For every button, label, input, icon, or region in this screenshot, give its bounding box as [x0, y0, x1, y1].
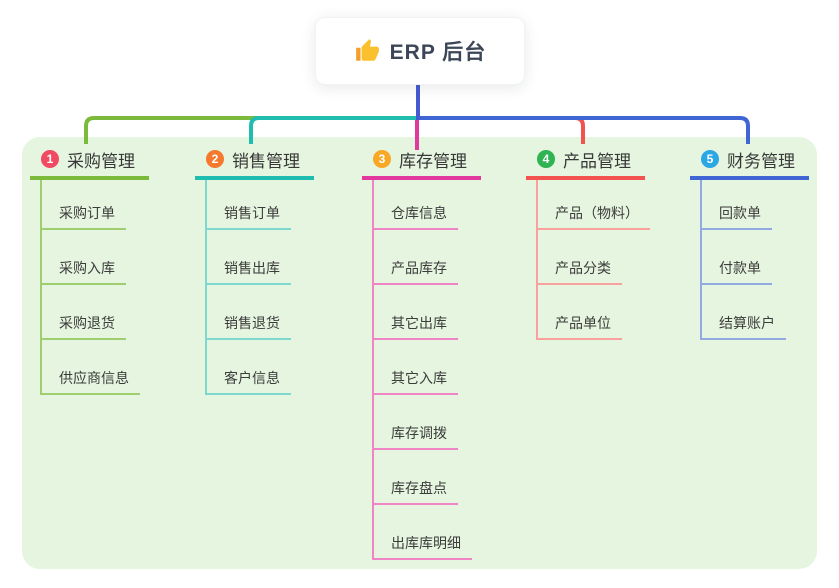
branch-title-label: 财务管理: [727, 151, 795, 171]
branch-children: 采购订单采购入库采购退货供应商信息: [40, 180, 149, 395]
child-topic[interactable]: 销售退货: [207, 285, 291, 340]
child-topic[interactable]: 其它入库: [374, 340, 458, 395]
branch-5: 5 财务管理 回款单付款单结算账户: [690, 148, 809, 340]
root-title: ERP 后台: [389, 41, 487, 64]
branch-title[interactable]: 1 采购管理: [30, 148, 149, 180]
child-topic[interactable]: 采购退货: [42, 285, 126, 340]
child-topic[interactable]: 采购订单: [42, 180, 126, 230]
branch-children: 销售订单销售出库销售退货客户信息: [205, 180, 314, 395]
branch-2: 2 销售管理 销售订单销售出库销售退货客户信息: [195, 148, 314, 395]
child-topic[interactable]: 采购入库: [42, 230, 126, 285]
child-topic[interactable]: 产品分类: [538, 230, 622, 285]
child-topic[interactable]: 产品单位: [538, 285, 622, 340]
child-topic[interactable]: 库存盘点: [374, 450, 458, 505]
branch-number-badge: 3: [373, 150, 391, 168]
branch-title-label: 库存管理: [399, 151, 467, 171]
branch-children: 产品（物料）产品分类产品单位: [536, 180, 650, 340]
branch-title-label: 产品管理: [563, 151, 631, 171]
branch-3: 3 库存管理 仓库信息产品库存其它出库其它入库库存调拨库存盘点出库库明细: [362, 148, 481, 560]
branch-title[interactable]: 4 产品管理: [526, 148, 645, 180]
map-background: 1 采购管理 采购订单采购入库采购退货供应商信息 2 销售管理 销售订单销售出库…: [22, 137, 817, 569]
branch-number-badge: 4: [537, 150, 555, 168]
branch-number-badge: 5: [701, 150, 719, 168]
child-topic[interactable]: 其它出库: [374, 285, 458, 340]
root-node-erp[interactable]: ERP 后台: [315, 17, 525, 85]
child-topic[interactable]: 客户信息: [207, 340, 291, 395]
child-topic[interactable]: 付款单: [702, 230, 772, 285]
child-topic[interactable]: 仓库信息: [374, 180, 458, 230]
child-topic[interactable]: 销售订单: [207, 180, 291, 230]
branch-title[interactable]: 5 财务管理: [690, 148, 809, 180]
branch-children: 回款单付款单结算账户: [700, 180, 809, 340]
branch-title-label: 销售管理: [232, 151, 300, 171]
branch-1: 1 采购管理 采购订单采购入库采购退货供应商信息: [30, 148, 149, 395]
child-topic[interactable]: 产品库存: [374, 230, 458, 285]
branch-number-badge: 2: [206, 150, 224, 168]
branch-title-label: 采购管理: [67, 151, 135, 171]
child-topic[interactable]: 出库库明细: [374, 505, 472, 560]
child-topic[interactable]: 销售出库: [207, 230, 291, 285]
child-topic[interactable]: 结算账户: [702, 285, 786, 340]
child-topic[interactable]: 回款单: [702, 180, 772, 230]
child-topic[interactable]: 产品（物料）: [538, 180, 650, 230]
branch-title[interactable]: 2 销售管理: [195, 148, 314, 180]
child-topic[interactable]: 供应商信息: [42, 340, 140, 395]
branch-4: 4 产品管理 产品（物料）产品分类产品单位: [526, 148, 650, 340]
branch-number-badge: 1: [41, 150, 59, 168]
child-topic[interactable]: 库存调拨: [374, 395, 458, 450]
branch-children: 仓库信息产品库存其它出库其它入库库存调拨库存盘点出库库明细: [372, 180, 481, 560]
thumbs-up-icon: [354, 38, 380, 64]
branch-title[interactable]: 3 库存管理: [362, 148, 481, 180]
